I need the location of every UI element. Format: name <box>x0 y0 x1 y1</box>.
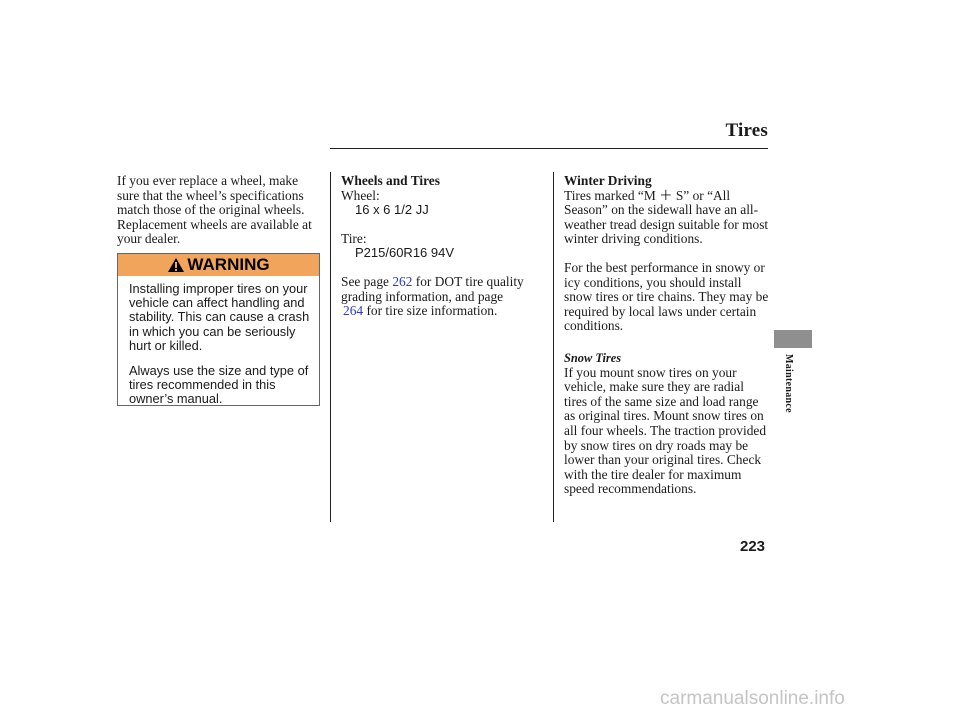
column-divider-right <box>553 172 554 522</box>
warning-box: WARNING Installing improper tires on you… <box>117 253 320 406</box>
section-tab <box>774 330 812 348</box>
wheel-value: 16 x 6 1/2 JJ <box>355 202 429 218</box>
warning-label: WARNING <box>187 255 270 274</box>
see-page-mid: for DOT tire quality grading information… <box>341 273 524 304</box>
wheels-and-tires-heading: Wheels and Tires <box>341 173 440 188</box>
snow-tires-paragraph: If you mount snow tires on your vehicle,… <box>564 364 767 497</box>
winter-paragraph-2: For the best performance in snowy or icy… <box>564 259 769 334</box>
see-page-suffix: for tire size information. <box>366 303 498 319</box>
wheel-label: Wheel: <box>341 187 380 203</box>
header-divider <box>330 148 768 149</box>
right-column: Winter Driving Tires marked “M ＋ S” or “… <box>564 173 770 497</box>
page-title: Tires <box>725 120 768 141</box>
column-divider-left <box>330 172 331 522</box>
warning-banner: WARNING <box>118 254 319 276</box>
tire-value: P215/60R16 94V <box>355 245 455 261</box>
warning-paragraph: Installing improper tires on your vehicl… <box>129 281 310 353</box>
warning-text: Installing improper tires on your vehicl… <box>129 281 311 418</box>
page-number: 223 <box>740 538 766 555</box>
tire-label: Tire: <box>341 230 367 246</box>
page-link-262[interactable]: 262 <box>392 273 413 289</box>
intro-paragraph: If you ever replace a wheel, make sure t… <box>117 173 312 247</box>
left-column: If you ever replace a wheel, make sure t… <box>117 173 322 247</box>
snow-tires-subheading: Snow Tires <box>564 350 622 365</box>
winter-driving-heading: Winter Driving <box>564 173 652 188</box>
warning-paragraph: Always use the size and type of tires re… <box>129 363 309 407</box>
page-link-264[interactable]: 264 <box>343 303 364 319</box>
warning-triangle-icon <box>168 258 185 272</box>
watermark: carmanualsonline.info <box>660 688 845 709</box>
see-page-paragraph: See page 262 for DOT tire quality gradin… <box>341 273 546 319</box>
winter-paragraph-1: Tires marked “M ＋ S” or “All Season” on … <box>564 187 769 247</box>
middle-column: Wheels and Tires Wheel: 16 x 6 1/2 JJ Ti… <box>341 173 546 319</box>
section-label-maintenance: Maintenance <box>783 354 794 413</box>
see-page-prefix: See page <box>341 273 389 289</box>
